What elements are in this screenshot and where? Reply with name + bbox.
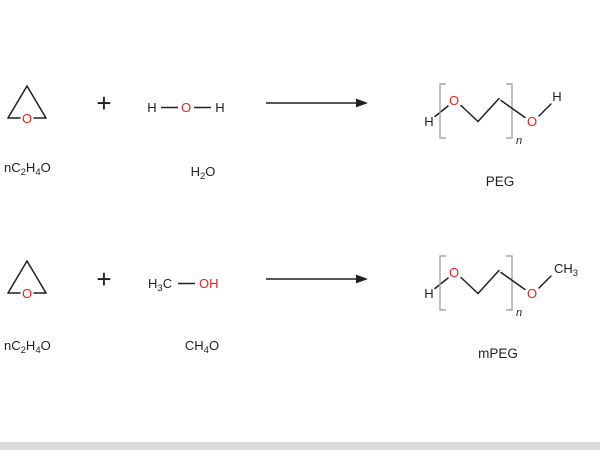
hydroxyl-group: OH	[199, 276, 219, 291]
plus-sign: +	[96, 88, 111, 118]
oxygen-atom: O	[527, 114, 537, 129]
methanol-formula: CH4O	[185, 338, 219, 356]
bond	[477, 97, 500, 123]
bond	[477, 269, 500, 295]
bond	[460, 104, 479, 123]
bond	[460, 276, 479, 295]
bond	[434, 277, 449, 290]
hydrogen-atom: H	[215, 100, 224, 115]
bottom-border	[0, 442, 600, 450]
arrow-head	[356, 274, 368, 284]
plus-sign: +	[96, 264, 111, 294]
ring-bond	[7, 85, 28, 119]
hydrogen-atom: H	[424, 286, 433, 301]
left-bracket	[439, 255, 446, 311]
peg-structure: H O n O H	[424, 83, 562, 147]
ring-oxygen-atom: O	[22, 111, 32, 126]
reaction-arrow	[266, 274, 368, 284]
bond	[538, 275, 552, 289]
ring-oxygen-atom: O	[22, 286, 32, 301]
water-molecule: H O H	[147, 100, 224, 115]
reaction-arrow	[266, 98, 368, 108]
repeat-subscript-n: n	[516, 135, 522, 147]
ring-bond	[7, 260, 28, 294]
right-bracket	[506, 83, 513, 139]
ethylene-oxide-ring-1: O	[7, 85, 47, 126]
oxygen-atom: O	[449, 93, 459, 108]
hydrogen-atom: H	[147, 100, 156, 115]
bond	[500, 99, 526, 119]
methyl-group: CH3	[554, 261, 578, 279]
mpeg-structure: H O n O CH3	[424, 255, 578, 319]
epoxide-formula: nC2H4O	[4, 160, 51, 178]
methyl-group: H3C	[148, 276, 172, 294]
epoxide-formula: nC2H4O	[4, 338, 51, 356]
bond	[500, 271, 526, 291]
bond	[434, 105, 449, 118]
reaction-mpeg: O nC2H4O + H3C OH CH4O H O n O	[4, 255, 578, 361]
hydrogen-atom: H	[424, 114, 433, 129]
product-label-peg: PEG	[486, 174, 515, 189]
oxygen-atom: O	[181, 100, 191, 115]
repeat-subscript-n: n	[516, 307, 522, 319]
left-bracket	[439, 83, 446, 139]
methanol-molecule: H3C OH	[148, 276, 219, 294]
product-label-mpeg: mPEG	[478, 346, 518, 361]
right-bracket	[506, 255, 513, 311]
bond	[538, 103, 552, 117]
ring-bond	[26, 85, 47, 119]
oxygen-atom: O	[527, 286, 537, 301]
hydrogen-atom: H	[552, 89, 561, 104]
water-formula: H2O	[191, 164, 216, 182]
reaction-peg: O nC2H4O + H O H H2O H O n	[4, 83, 562, 189]
oxygen-atom: O	[449, 265, 459, 280]
ring-bond	[26, 260, 47, 294]
arrow-head	[356, 98, 368, 108]
ethylene-oxide-ring-2: O	[7, 260, 47, 301]
